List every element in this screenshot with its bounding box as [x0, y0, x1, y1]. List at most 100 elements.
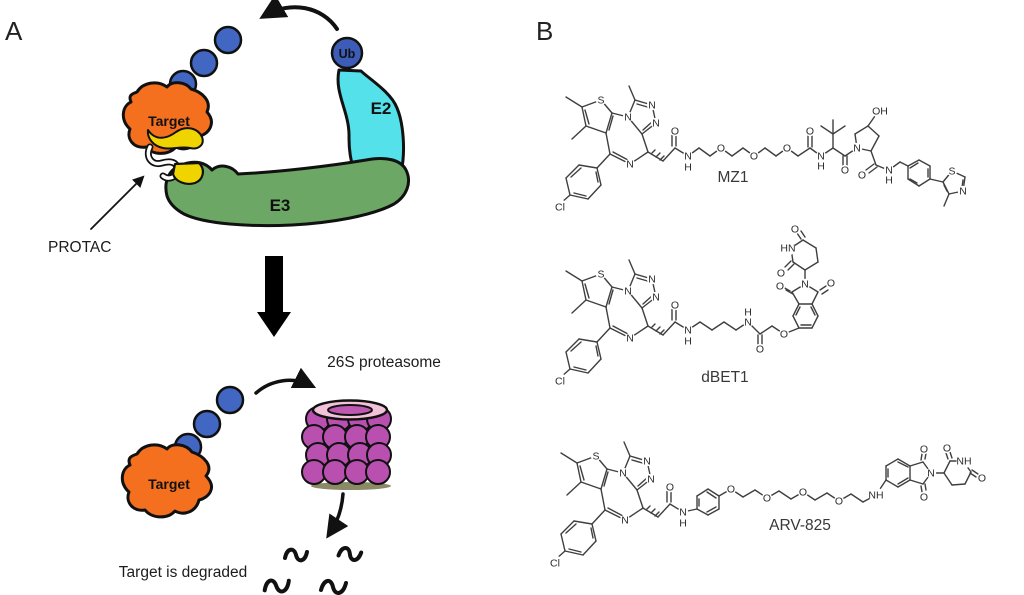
bond	[560, 452, 578, 464]
bond	[565, 164, 580, 179]
bond	[596, 167, 602, 186]
bond	[642, 507, 659, 518]
atom-halo	[815, 160, 827, 172]
atom-label-n: N	[684, 325, 692, 337]
proteasome-label: 26S proteasome	[327, 354, 441, 371]
bond	[607, 507, 624, 517]
bond	[600, 468, 608, 490]
bond	[820, 125, 834, 135]
atom-halo	[682, 324, 694, 336]
bond	[612, 151, 629, 161]
bond	[655, 152, 661, 158]
atom-label-n: N	[744, 317, 752, 329]
bond	[647, 325, 664, 336]
atom-label-n: N	[853, 143, 861, 155]
bond	[578, 338, 598, 343]
atom-halo	[883, 174, 895, 186]
atom-halo	[650, 291, 662, 303]
atom-label-n: N	[959, 186, 967, 198]
bond	[731, 147, 744, 157]
bond	[603, 471, 609, 487]
atom-halo	[650, 117, 662, 129]
atom-halo	[553, 199, 568, 214]
bond	[585, 125, 607, 134]
atom-label-n: N	[624, 286, 632, 298]
atom-label-o: O	[920, 444, 928, 456]
bond	[605, 286, 613, 308]
atom-label-o: O	[827, 278, 835, 290]
bond	[885, 458, 899, 467]
bond	[646, 505, 651, 510]
atom-halo	[677, 517, 689, 529]
bond	[819, 285, 827, 291]
e3-label: E3	[270, 196, 291, 215]
atom-halo	[742, 316, 754, 328]
molecule-name-label: ARV-825	[769, 517, 831, 534]
bond-group	[555, 441, 979, 560]
bond	[897, 461, 909, 468]
bond	[943, 193, 950, 207]
atom-halo	[553, 373, 568, 389]
bond	[565, 270, 583, 282]
bond	[566, 481, 582, 496]
bond	[784, 260, 792, 268]
bond	[897, 479, 911, 488]
bond	[628, 85, 636, 101]
bond	[964, 471, 972, 485]
bond	[804, 261, 819, 271]
bond	[787, 263, 795, 271]
atom-halo	[641, 455, 653, 467]
bond	[951, 483, 966, 486]
bond	[814, 492, 828, 501]
bond	[909, 479, 924, 485]
bond	[899, 161, 909, 167]
atom-label-n: N	[626, 159, 634, 171]
bond	[943, 472, 953, 486]
bond	[570, 167, 582, 178]
ub-circle	[330, 36, 364, 70]
bond	[971, 469, 979, 475]
atom-label-o: O	[666, 482, 674, 494]
bond	[795, 306, 801, 316]
e3-ligase-shape	[164, 156, 410, 228]
bond	[560, 520, 575, 535]
bond	[571, 125, 587, 140]
bond	[651, 149, 656, 154]
panel-a-label: A	[5, 16, 23, 46]
atom-label-o: O	[835, 496, 843, 508]
bond	[591, 509, 606, 525]
bond	[565, 338, 580, 353]
atom-halo	[590, 450, 602, 462]
bond	[929, 178, 944, 183]
atom-label-h: H	[679, 518, 687, 530]
atom-halo	[868, 487, 884, 503]
bond	[564, 550, 584, 556]
bond	[792, 315, 800, 329]
bond	[909, 461, 924, 467]
bond	[585, 299, 607, 308]
atom-label-o: O	[806, 126, 814, 138]
bond	[641, 133, 649, 153]
bond	[596, 327, 611, 343]
bond	[587, 184, 602, 200]
bond	[608, 289, 614, 305]
atom-halo	[781, 142, 793, 154]
atom-halo	[669, 299, 681, 311]
atom-label-cl: Cl	[550, 558, 560, 570]
atom-halo	[789, 223, 801, 235]
peptide-squiggle	[336, 546, 364, 562]
bond	[587, 358, 602, 374]
proteasome-subunit	[365, 459, 391, 485]
bond	[802, 239, 817, 249]
atom-halo	[957, 185, 969, 197]
atom-halo	[548, 555, 563, 571]
bond	[647, 151, 664, 162]
bond	[636, 489, 644, 509]
bond	[662, 321, 676, 336]
atom-label-n: N	[801, 279, 809, 291]
bond	[581, 106, 587, 127]
target-label-top: Target	[148, 113, 190, 129]
bond	[924, 452, 927, 460]
bond	[641, 307, 649, 327]
